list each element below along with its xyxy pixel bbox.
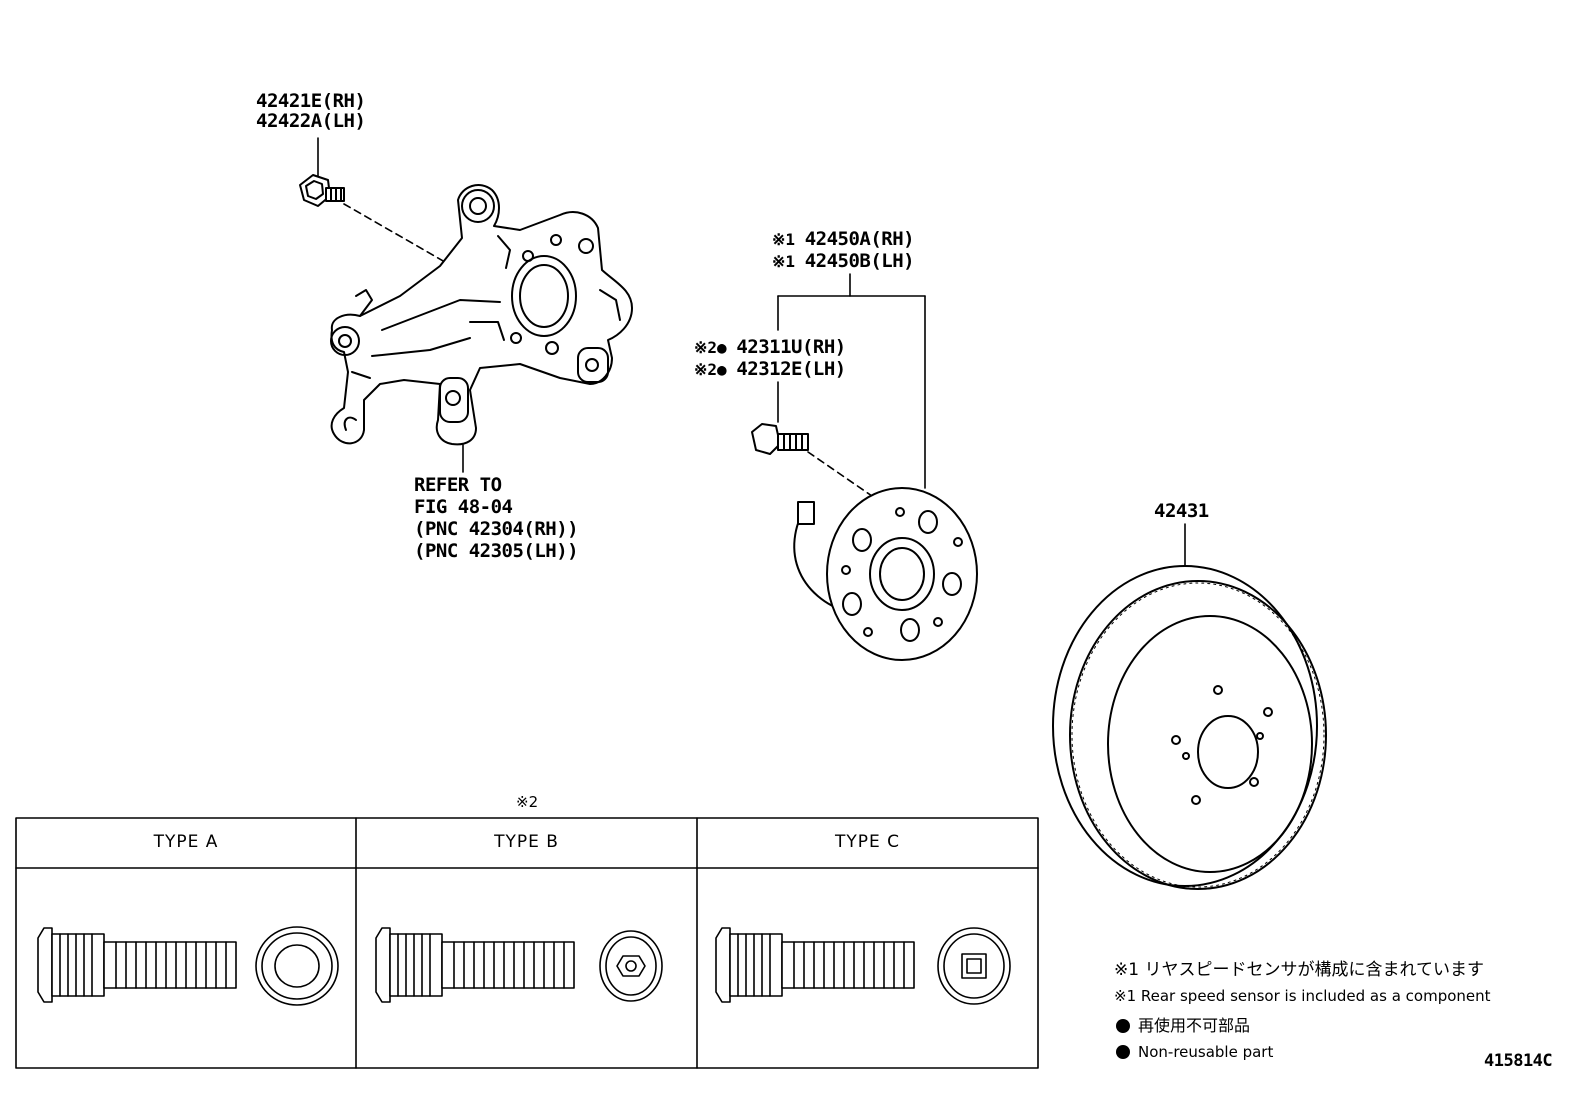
hub-assy-mark: ※1 [772,252,796,271]
brake-disc-drawing [1052,565,1327,890]
nonreuse-note-jp: 再使用不可部品 [1138,1016,1251,1035]
hub-bolt-mark: ※2● [694,338,727,357]
sensor-note-en: ※1 Rear speed sensor is included as a co… [1114,987,1491,1005]
nonreuse-bullet-icon [1116,1045,1130,1059]
refer-to-note: REFER TO FIG 48-04 (PNC 42304(RH)) (PNC … [414,474,579,562]
type-table-note-mark: ※2 [516,793,539,811]
hub-bolt-mark: ※2● [694,360,727,379]
hub-bolt-drawing [751,423,873,497]
refer-line-1: REFER TO [414,474,502,496]
type-c-stud-drawing [715,927,915,1003]
type-c-header: TYPE C [834,832,901,852]
hub-bolt-rh-label[interactable]: 42311U(RH) [736,336,846,358]
type-table-frame [15,817,1039,1069]
hub-bearing-drawing [793,487,978,661]
knuckle-bolt-lh-label[interactable]: 42422A(LH) [256,110,366,132]
sensor-note-jp: ※1 リヤスピードセンサが構成に含まれています [1114,960,1484,980]
type-a-nut-drawing [255,926,339,1006]
knuckle-bolt-drawing [299,137,446,263]
refer-line-4: (PNC 42305(LH)) [414,540,579,562]
refer-line-3: (PNC 42304(RH)) [414,518,579,540]
nonreuse-note-en: Non-reusable part [1138,1043,1274,1061]
type-b-stud-drawing [375,927,575,1003]
hub-assy-mark: ※1 [772,230,796,249]
hub-assy-label: ※1 42450A(RH) ※1 42450B(LH) [772,228,915,272]
type-b-header: TYPE B [494,832,559,852]
figure-id: 415814C [1484,1051,1553,1071]
type-b-nut-drawing [599,930,663,1002]
steering-knuckle-drawing [330,184,633,446]
hub-assy-lh-label[interactable]: 42450B(LH) [804,250,915,272]
hub-assy-rh-label[interactable]: 42450A(RH) [804,228,915,250]
nonreuse-bullet-icon [1116,1019,1130,1033]
hub-bolt-label: ※2● 42311U(RH) ※2● 42312E(LH) [694,336,846,380]
brake-disc-label[interactable]: 42431 [1154,500,1209,522]
hub-bolt-lh-label[interactable]: 42312E(LH) [736,358,846,380]
type-a-stud-drawing [37,927,237,1003]
knuckle-bolt-rh-label[interactable]: 42421E(RH) [256,90,366,112]
type-a-header: TYPE A [153,832,219,852]
type-c-nut-drawing [937,927,1011,1005]
refer-line-2[interactable]: FIG 48-04 [414,496,513,518]
